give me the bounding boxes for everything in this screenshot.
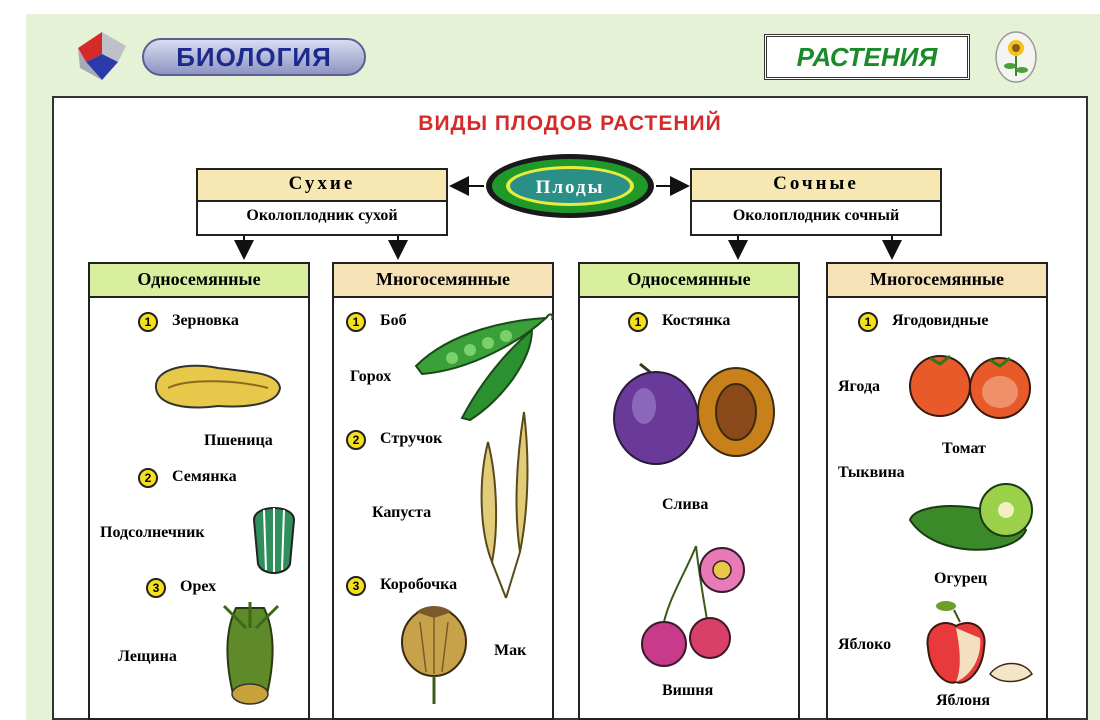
wheat-grain-icon (148, 358, 284, 416)
fruit-type-label: Коробочка (380, 576, 457, 594)
number-badge: 1 (346, 312, 366, 332)
diagram-title: ВИДЫ ПЛОДОВ РАСТЕНИЙ (0, 112, 1100, 136)
juicy-fruits-sub: Околоплодник сочный (692, 202, 940, 232)
fruit-type-label: Орех (180, 578, 216, 596)
fruit-example-label: Лещина (118, 648, 177, 666)
cucumber-icon (906, 480, 1042, 566)
hazelnut-icon (216, 598, 286, 708)
fruit-example-label: Тыквина (838, 464, 905, 482)
fruit-example-label: Вишня (662, 682, 713, 700)
plum-icon (610, 362, 780, 472)
column-header: Многосемянные (334, 264, 552, 298)
juicy-fruits-label: Сочные (692, 170, 940, 202)
fruit-example-label: Мак (494, 642, 526, 660)
fruit-type-label: Семянка (172, 468, 237, 486)
fruit-example-label: Капуста (372, 504, 431, 522)
fruit-example-label: Яблоня (936, 692, 990, 710)
column-juicy-multi-seed: Многосемянные 1 Ягодовидные Ягода Томат … (826, 262, 1048, 720)
column-dry-multi-seed: Многосемянные 1 Боб Горох 2 Стручок Капу… (332, 262, 554, 720)
number-badge: 2 (346, 430, 366, 450)
fruit-type-label: Ягодовидные (892, 312, 988, 330)
dry-fruits-box: Сухие Околоплодник сухой (196, 168, 448, 236)
number-badge: 1 (138, 312, 158, 332)
dry-fruits-label: Сухие (198, 170, 446, 202)
cherry-icon (636, 542, 746, 672)
number-badge: 3 (346, 576, 366, 596)
dry-fruits-sub: Околоплодник сухой (198, 202, 446, 232)
fruits-center-label: Плоды (536, 177, 605, 198)
apple-icon (920, 598, 1036, 690)
fruit-example-label: Горох (350, 368, 391, 386)
column-dry-single-seed: Односемянные 1 Зерновка Пшеница 2 Семянк… (88, 262, 310, 720)
fruit-type-label: Стручок (380, 430, 442, 448)
fruits-center-node: Плоды (484, 152, 656, 220)
logo-icon (76, 28, 128, 84)
fruit-type-label: Боб (380, 312, 407, 330)
fruit-example-label: Огурец (934, 570, 987, 588)
juicy-fruits-box: Сочные Околоплодник сочный (690, 168, 942, 236)
number-badge: 1 (858, 312, 878, 332)
tomato-icon (908, 348, 1034, 418)
sunflower-seed-icon (250, 500, 298, 578)
number-badge: 2 (138, 468, 158, 488)
number-badge: 1 (628, 312, 648, 332)
cabbage-pod-icon (468, 402, 538, 602)
number-badge: 3 (146, 578, 166, 598)
fruit-example-label: Ягода (838, 378, 880, 396)
fruit-type-label: Зерновка (172, 312, 239, 330)
column-header: Односемянные (90, 264, 308, 298)
fruit-type-label: Костянка (662, 312, 730, 330)
fruit-example-label: Слива (662, 496, 708, 514)
fruit-example-label: Томат (942, 440, 986, 458)
fruit-example-label: Яблоко (838, 636, 891, 654)
section-label[interactable]: РАСТЕНИЯ (764, 34, 970, 80)
fruit-example-label: Пшеница (204, 432, 273, 450)
fruit-example-label: Подсолнечник (100, 524, 205, 542)
subject-badge[interactable]: БИОЛОГИЯ (142, 38, 366, 76)
column-juicy-single-seed: Односемянные 1 Костянка Слива Вишня (578, 262, 800, 720)
sunflower-icon (994, 30, 1038, 84)
column-header: Односемянные (580, 264, 798, 298)
poppy-capsule-icon (396, 598, 472, 708)
column-header: Многосемянные (828, 264, 1046, 298)
